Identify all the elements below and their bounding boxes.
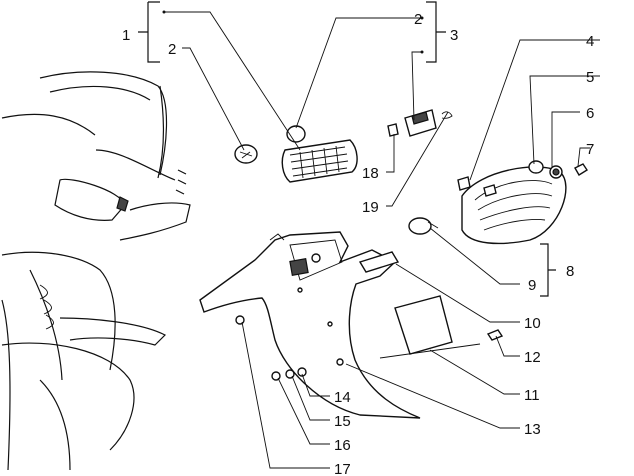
callout-11: 11 <box>524 387 540 404</box>
callout-10: 10 <box>524 315 541 332</box>
rear-fender <box>199 231 504 419</box>
callout-labels: 1 2 2 3 4 5 6 7 8 9 10 11 12 13 14 15 16… <box>122 11 594 476</box>
callout-1: 1 <box>122 27 130 44</box>
callout-12: 12 <box>524 349 541 366</box>
callout-14: 14 <box>334 389 351 406</box>
callout-3: 3 <box>450 27 458 44</box>
callout-7: 7 <box>586 141 594 158</box>
leader-lines <box>138 1 600 469</box>
callout-9: 9 <box>528 277 536 294</box>
dashboard-light-unit <box>234 125 358 183</box>
callout-8: 8 <box>566 263 574 280</box>
connector-assembly <box>387 109 453 137</box>
callout-16: 16 <box>334 437 351 454</box>
callout-4: 4 <box>586 33 594 50</box>
callout-17: 17 <box>334 461 351 476</box>
tail-light-assembly <box>408 160 588 245</box>
callout-19: 19 <box>362 199 379 216</box>
callout-13: 13 <box>524 421 541 438</box>
callout-6: 6 <box>586 105 594 122</box>
callout-2-right: 2 <box>414 11 422 28</box>
scooter-body <box>1 71 191 471</box>
callout-18: 18 <box>362 165 379 182</box>
callout-15: 15 <box>334 413 351 430</box>
callout-2-left: 2 <box>168 41 176 58</box>
callout-5: 5 <box>586 69 594 86</box>
